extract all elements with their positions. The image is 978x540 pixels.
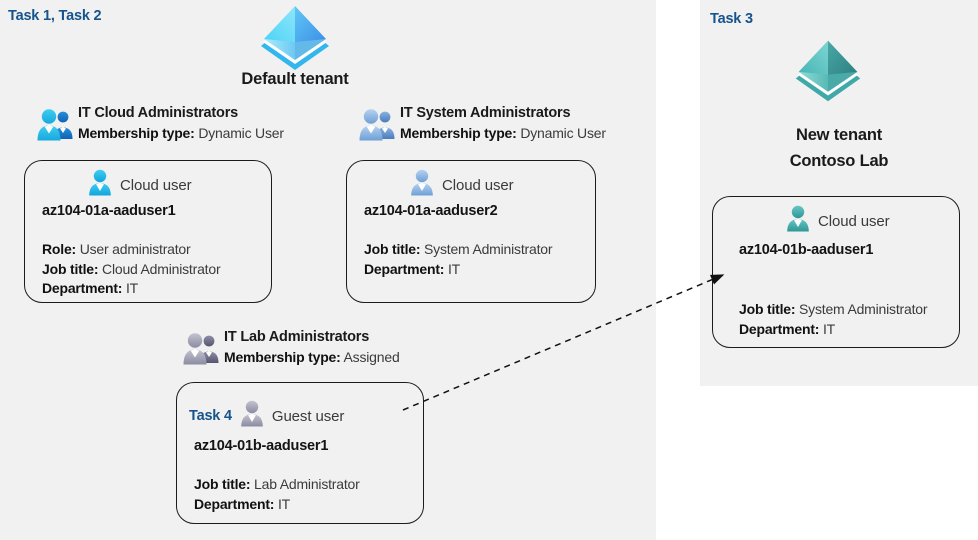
card-head: Cloud user — [409, 169, 514, 201]
attribute-value: Lab Administrator — [254, 476, 360, 492]
azure-ad-tenant-icon-default — [257, 2, 333, 75]
attribute-job-title: Job title: System Administrator — [364, 240, 553, 260]
user-card-az104-01b-aaduser1-new-tenant[interactable]: Cloud user az104-01b-aaduser1 Job title:… — [712, 196, 960, 348]
card-attributes: Role: User administrator Job title: Clou… — [42, 240, 221, 299]
task-label-3: Task 3 — [710, 11, 753, 27]
group-text: IT System Administrators Membership type… — [400, 104, 606, 144]
attribute-label: Department: — [364, 260, 445, 277]
card-attributes: Job title: Lab Administrator Department:… — [194, 475, 360, 514]
user-card-az104-01a-aaduser2[interactable]: Cloud user az104-01a-aaduser2 Job title:… — [346, 160, 596, 303]
group-text: IT Cloud Administrators Membership type:… — [78, 104, 284, 144]
group-membership: Membership type: Dynamic User — [400, 123, 606, 144]
group-membership-label: Membership type: — [400, 125, 517, 141]
group-membership: Membership type: Dynamic User — [78, 123, 284, 144]
attribute-label: Department: — [739, 320, 820, 337]
attribute-department: Department: IT — [739, 320, 927, 340]
card-head: Cloud user — [87, 169, 192, 201]
attribute-label: Job title: — [739, 301, 796, 317]
group-users-icon — [36, 108, 74, 147]
cloud-user-icon — [785, 205, 811, 237]
attribute-job-title: Job title: Lab Administrator — [194, 475, 360, 495]
default-tenant-panel — [0, 0, 656, 540]
group-membership-value: Assigned — [343, 349, 400, 365]
group-membership-label: Membership type: — [224, 349, 341, 365]
attribute-value: IT — [447, 260, 461, 277]
azure-ad-tenant-icon-new — [792, 36, 864, 107]
attribute-value: System Administrator — [424, 241, 553, 257]
attribute-department: Department: IT — [194, 495, 360, 515]
attribute-department: Department: IT — [42, 279, 220, 299]
attribute-job-title: Job title: Cloud Administrator — [42, 260, 221, 280]
user-type-label: Cloud user — [120, 176, 192, 194]
card-username: az104-01b-aaduser1 — [194, 438, 329, 454]
attribute-label: Job title: — [42, 260, 99, 277]
task-label-4: Task 4 — [189, 408, 232, 424]
card-head: Task 4 Guest user — [189, 400, 344, 432]
group-membership-value: Dynamic User — [520, 125, 606, 141]
tenant-caption-default: Default tenant — [241, 70, 349, 88]
user-card-guest-az104-01b-aaduser1[interactable]: Task 4 Guest user az104-01b-aaduser1 — [176, 382, 424, 524]
attribute-job-title: Job title: System Administrator — [739, 300, 928, 320]
attribute-value: Cloud Administrator — [102, 260, 221, 277]
tenant-caption-new-line1: New tenant — [795, 126, 882, 144]
card-username: az104-01a-aaduser1 — [42, 203, 176, 219]
user-type-label: Guest user — [271, 407, 345, 425]
card-head: Cloud user — [785, 205, 890, 237]
user-card-az104-01a-aaduser1[interactable]: Cloud user az104-01a-aaduser1 Role: User… — [24, 160, 272, 303]
attribute-value: IT — [822, 320, 836, 337]
task-label-1-2: Task 1, Task 2 — [8, 8, 102, 24]
group-membership-label: Membership type: — [78, 125, 195, 141]
group-membership: Membership type: Assigned — [224, 347, 400, 368]
group-name: IT System Administrators — [400, 105, 571, 121]
tenant-caption-new-line2: Contoso Lab — [789, 152, 889, 170]
card-attributes: Job title: System Administrator Departme… — [739, 300, 928, 340]
group-text: IT Lab Administrators Membership type: A… — [224, 328, 400, 368]
cloud-user-icon — [409, 169, 435, 201]
attribute-label: Job title: — [194, 476, 251, 492]
group-membership-value: Dynamic User — [198, 125, 284, 141]
card-username: az104-01a-aaduser2 — [364, 203, 498, 219]
guest-user-icon — [239, 400, 265, 432]
group-name: IT Lab Administrators — [224, 329, 370, 345]
attribute-label: Department: — [194, 495, 275, 512]
user-type-label: Cloud user — [442, 176, 514, 194]
card-username: az104-01b-aaduser1 — [739, 242, 874, 258]
attribute-value: IT — [125, 280, 139, 296]
user-type-label: Cloud user — [818, 212, 890, 230]
cloud-user-icon — [87, 169, 113, 201]
attribute-role: Role: User administrator — [42, 240, 220, 260]
attribute-department: Department: IT — [364, 260, 552, 280]
attribute-label: Role: — [42, 241, 77, 257]
card-attributes: Job title: System Administrator Departme… — [364, 240, 553, 280]
attribute-value: IT — [277, 495, 291, 512]
group-name: IT Cloud Administrators — [78, 105, 239, 121]
group-users-icon — [358, 108, 396, 147]
attribute-value: System Administrator — [799, 301, 928, 317]
attribute-label: Job title: — [364, 241, 421, 257]
group-users-icon — [182, 332, 220, 371]
attribute-value: User administrator — [79, 241, 191, 257]
attribute-label: Department: — [42, 280, 123, 296]
